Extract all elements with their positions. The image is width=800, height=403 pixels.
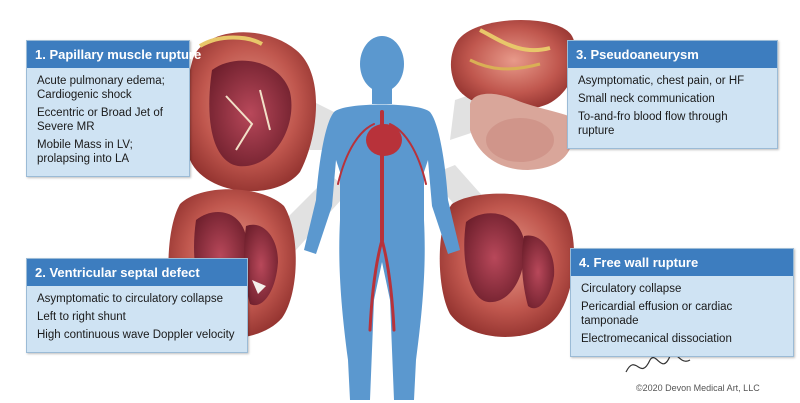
heart-illustration-pseudoaneurysm [450,19,577,170]
septal-defect-list: Asymptomatic to circulatory collapse Lef… [27,286,247,352]
list-item: Acute pulmonary edema; Cardiogenic shock [37,75,165,101]
septal-defect-title: 2. Ventricular septal defect [27,259,247,286]
list-item: Left to right shunt [37,311,126,323]
papillary-rupture-box: 1. Papillary muscle rupture Acute pulmon… [26,40,201,177]
papillary-rupture-list: Acute pulmonary edema; Cardiogenic shock… [27,68,189,176]
list-item: Eccentric or Broad Jet of Severe MR [37,107,163,133]
heart-illustration-freewall [439,193,575,337]
pseudoaneurysm-title: 3. Pseudoaneurysm [568,41,777,68]
list-item: Small neck communication [578,93,715,105]
free-wall-rupture-box: 4. Free wall rupture Circulatory collaps… [570,248,794,357]
septal-defect-box: 2. Ventricular septal defect Asymptomati… [26,258,248,353]
free-wall-rupture-list: Circulatory collapse Pericardial effusio… [571,276,793,356]
list-item: High continuous wave Doppler velocity [37,329,235,341]
list-item: Mobile Mass in LV; prolapsing into LA [37,139,133,165]
pseudoaneurysm-box: 3. Pseudoaneurysm Asymptomatic, chest pa… [567,40,778,149]
pseudoaneurysm-list: Asymptomatic, chest pain, or HF Small ne… [568,68,777,148]
human-figure [304,36,460,400]
free-wall-rupture-title: 4. Free wall rupture [571,249,793,276]
list-item: To-and-fro blood flow through rupture [578,111,728,137]
figure-heart [366,124,402,156]
list-item: Asymptomatic, chest pain, or HF [578,75,745,87]
papillary-rupture-title: 1. Papillary muscle rupture [27,41,201,68]
copyright-credit: ©2020 Devon Medical Art, LLC [636,383,760,393]
list-item: Circulatory collapse [581,283,682,295]
heart-illustration-papillary [183,32,317,192]
list-item: Pericardial effusion or cardiac tamponad… [581,301,733,327]
list-item: Asymptomatic to circulatory collapse [37,293,223,305]
list-item: Electromecanical dissociation [581,333,732,345]
